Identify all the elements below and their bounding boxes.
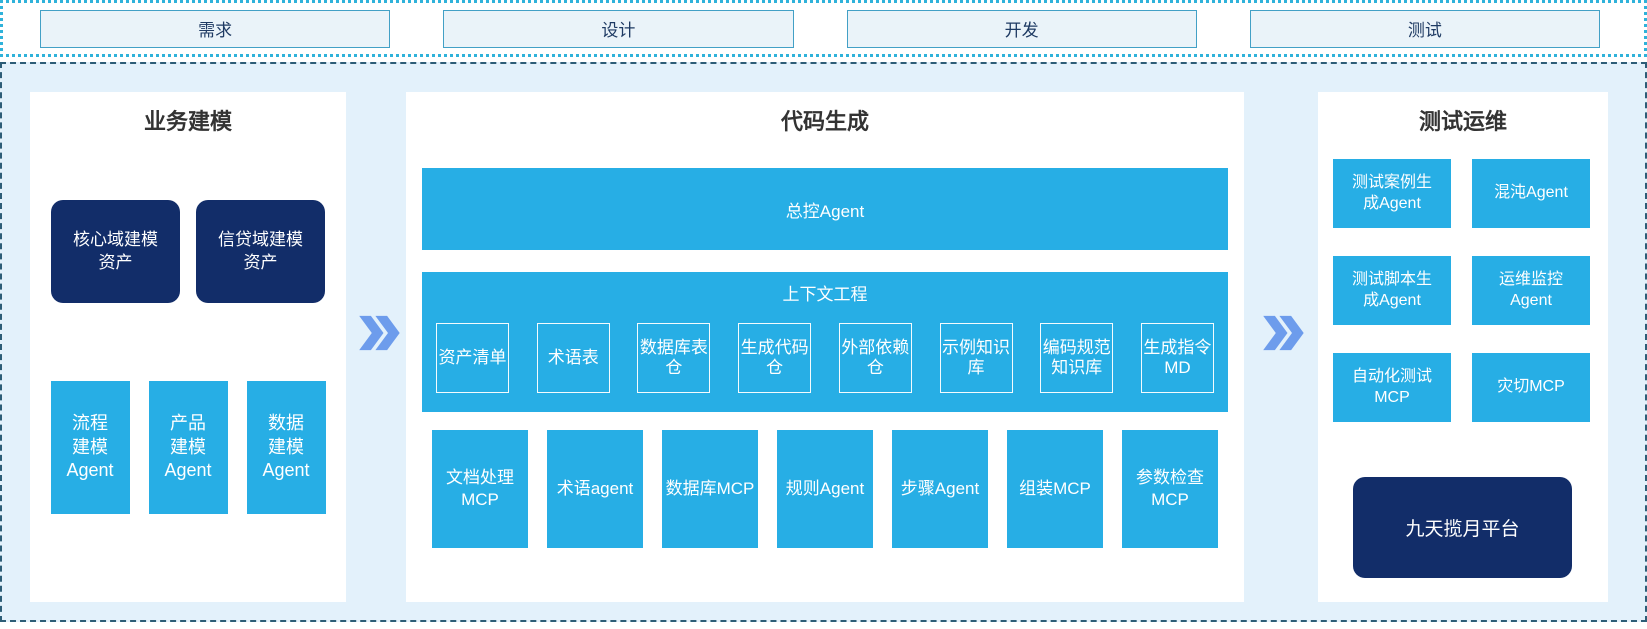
chaos-agent-box: 混沌Agent [1472,159,1590,228]
test-ops-grid: 测试案例生成Agent 混沌Agent 测试脚本生成Agent 运维监控Agen… [1333,159,1590,422]
data-modeling-agent-box: 数据建模Agent [246,381,326,514]
external-deps-repo-box: 外部依赖仓 [838,323,912,393]
generated-code-repo-box: 生成代码仓 [738,323,812,393]
flow-arrow-icon [1262,315,1304,351]
panel-code-generation: 代码生成 总控Agent 上下文工程 资产清单 术语表 数据库表仓 生成代码仓 … [406,92,1244,602]
assembly-mcp-box: 组装MCP [1007,430,1103,548]
panel-title-business-modeling: 业务建模 [143,109,232,134]
panel-business-modeling: 业务建模 核心域建模资产 信贷域建模资产 流程建模Agent 产品建模Agent… [30,92,346,602]
main-container: 业务建模 核心域建模资产 信贷域建模资产 流程建模Agent 产品建模Agent… [0,62,1647,622]
database-mcp-box: 数据库MCP [662,430,758,548]
core-domain-asset-box: 核心域建模资产 [51,200,180,303]
product-modeling-agent-box: 产品建模Agent [148,381,228,514]
phase-box-requirements: 需求 [40,9,391,48]
doc-processing-mcp-box: 文档处理MCP [432,430,528,548]
test-script-gen-agent-box: 测试脚本生成Agent [1333,256,1451,325]
coding-standard-kb-box: 编码规范知识库 [1040,323,1114,393]
param-check-mcp-box: 参数检查MCP [1122,430,1218,548]
phase-box-design: 设计 [443,9,794,48]
phase-strip: 需求 设计 开发 测试 [0,0,1647,57]
master-agent-bar: 总控Agent [422,168,1228,250]
panel-test-ops: 测试运维 测试案例生成Agent 混沌Agent 测试脚本生成Agent 运维监… [1318,92,1608,602]
credit-domain-asset-box: 信贷域建模资产 [196,200,325,303]
asset-list-box: 资产清单 [436,323,509,393]
disaster-switch-mcp-box: 灾切MCP [1472,353,1590,422]
flow-arrow-icon [358,315,400,351]
generation-instruction-md-box: 生成指令MD [1140,323,1214,393]
code-gen-tools-row: 文档处理MCP 术语agent 数据库MCP 规则Agent 步骤Agent 组… [432,430,1218,548]
example-knowledge-base-box: 示例知识库 [939,323,1013,393]
db-table-repo-box: 数据库表仓 [637,323,711,393]
process-modeling-agent-box: 流程建模Agent [50,381,130,514]
glossary-agent-box: 术语agent [547,430,643,548]
test-case-gen-agent-box: 测试案例生成Agent [1333,159,1451,228]
context-engineering-title: 上下文工程 [782,285,868,304]
ops-monitoring-agent-box: 运维监控Agent [1472,256,1590,325]
modeling-agents-row: 流程建模Agent 产品建模Agent 数据建模Agent [30,381,346,514]
step-agent-box: 步骤Agent [892,430,988,548]
panel-title-test-ops: 测试运维 [1418,109,1507,134]
context-engineering-box: 上下文工程 资产清单 术语表 数据库表仓 生成代码仓 外部依赖仓 示例知识库 编… [422,272,1228,412]
jiutian-lanyue-platform-box: 九天揽月平台 [1353,477,1572,578]
context-items-row: 资产清单 术语表 数据库表仓 生成代码仓 外部依赖仓 示例知识库 编码规范知识库… [436,323,1214,393]
glossary-box: 术语表 [536,323,610,393]
rule-agent-box: 规则Agent [777,430,873,548]
phase-box-development: 开发 [846,9,1197,48]
panel-title-code-generation: 代码生成 [780,109,869,134]
modeling-assets-row: 核心域建模资产 信贷域建模资产 [30,200,346,303]
automated-test-mcp-box: 自动化测试MCP [1333,353,1451,422]
phase-box-testing: 测试 [1249,9,1600,48]
